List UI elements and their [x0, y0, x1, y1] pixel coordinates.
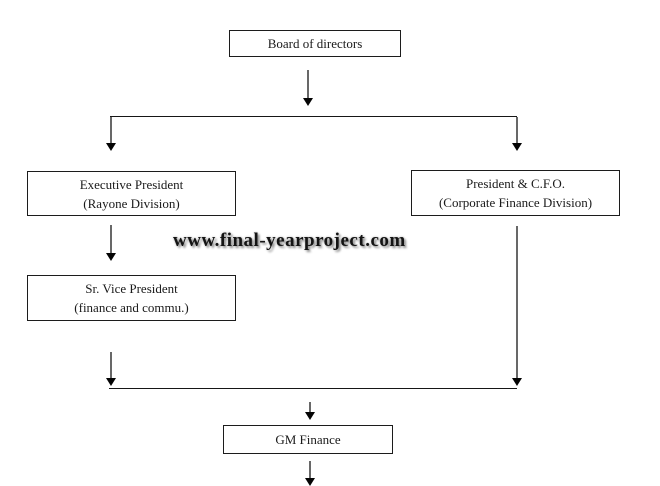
arrowhead-icon	[511, 378, 522, 386]
node-gm-finance: GM Finance	[223, 425, 393, 454]
node-sublabel: (Rayone Division)	[83, 195, 180, 211]
arrow-down-icon	[105, 225, 116, 261]
merge-connector-line	[109, 388, 517, 389]
watermark-text: www.final-yearproject.com	[173, 230, 406, 251]
branch-connector-line	[110, 116, 517, 117]
arrowhead-icon	[302, 98, 313, 106]
node-label: President & C.F.O.	[466, 176, 565, 191]
node-label: Sr. Vice President	[85, 281, 178, 296]
arrow-down-icon	[105, 117, 116, 151]
arrowhead-icon	[304, 478, 315, 486]
arrow-shaft	[515, 117, 518, 144]
arrowhead-icon	[105, 378, 116, 386]
arrowhead-icon	[105, 143, 116, 151]
arrow-shaft	[308, 402, 311, 413]
node-label: GM Finance	[275, 432, 341, 447]
arrow-shaft	[109, 117, 112, 144]
node-executive-president: Executive President (Rayone Division)	[27, 171, 236, 216]
node-board-of-directors: Board of directors	[229, 30, 401, 57]
arrow-down-icon	[302, 70, 313, 106]
arrow-shaft	[109, 352, 112, 379]
node-president-cfo: President & C.F.O. (Corporate Finance Di…	[411, 170, 620, 216]
node-sublabel: (finance and commu.)	[74, 300, 189, 315]
node-label: Board of directors	[267, 36, 363, 51]
arrow-shaft	[109, 225, 112, 254]
node-label: Executive President	[79, 176, 184, 192]
node-sr-vice-president: Sr. Vice President (finance and commu.)	[27, 275, 236, 321]
arrow-down-icon	[304, 402, 315, 420]
arrow-down-icon	[511, 117, 522, 151]
arrow-shaft	[306, 70, 309, 99]
node-sublabel: (Corporate Finance Division)	[438, 195, 593, 210]
arrow-down-icon	[511, 226, 522, 386]
arrow-shaft	[515, 226, 518, 379]
arrowhead-icon	[105, 253, 116, 261]
arrow-down-icon	[304, 461, 315, 486]
arrow-shaft	[308, 461, 311, 479]
arrowhead-icon	[304, 412, 315, 420]
arrowhead-icon	[511, 143, 522, 151]
arrow-down-icon	[105, 352, 116, 386]
